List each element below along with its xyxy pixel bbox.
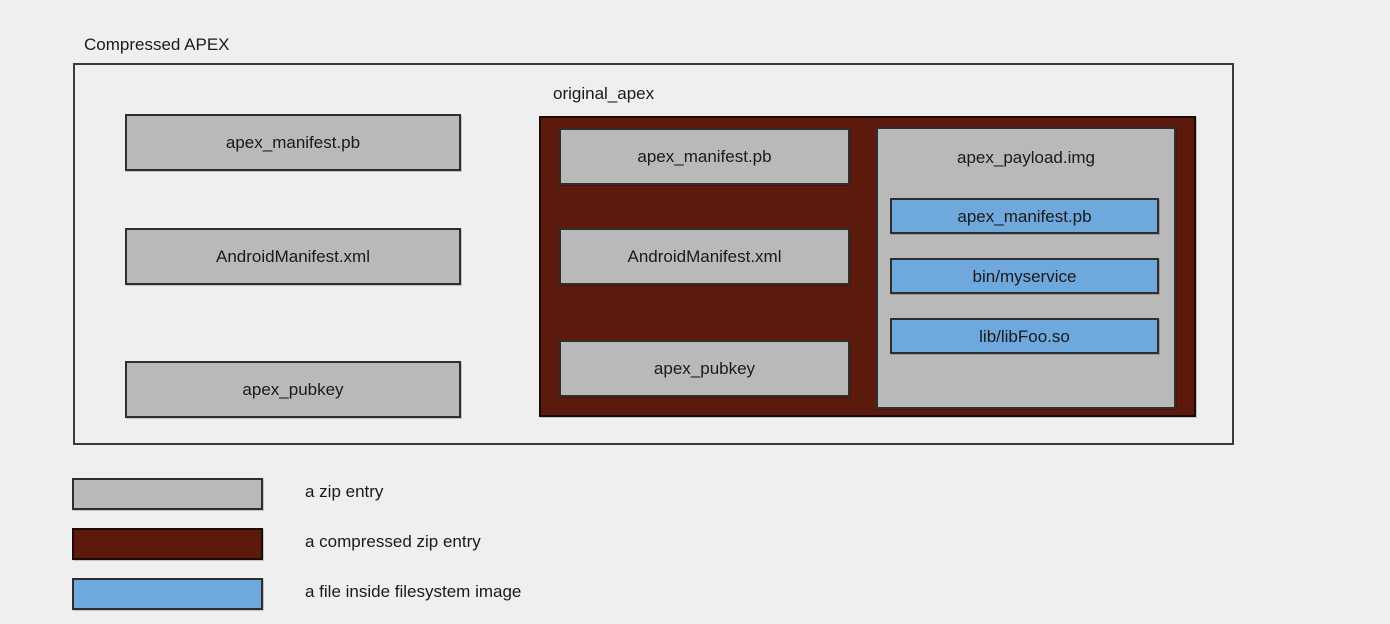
legend-label-filesystem-file: a file inside filesystem image (305, 582, 522, 601)
zip-entry-apex-payload-img[interactable]: apex_payload.img apex_manifest.pb bin/my… (876, 127, 1176, 409)
filesystem-file-label: apex_manifest.pb (957, 206, 1092, 226)
zip-entry-label: apex_pubkey (242, 380, 344, 399)
zip-entry-apex-pubkey-outer[interactable]: apex_pubkey (125, 361, 461, 418)
zip-entry-android-manifest-outer[interactable]: AndroidManifest.xml (125, 228, 461, 285)
legend-label-compressed-zip-entry: a compressed zip entry (305, 532, 481, 551)
legend-label-zip-entry: a zip entry (305, 482, 384, 501)
legend-swatch-zip-entry (72, 478, 263, 510)
original-apex-label: original_apex (553, 84, 655, 103)
outer-container-label: Compressed APEX (84, 35, 230, 54)
compressed-zip-entry-original-apex[interactable]: apex_manifest.pb AndroidManifest.xml ape… (539, 116, 1196, 417)
filesystem-file-apex-manifest[interactable]: apex_manifest.pb (890, 198, 1159, 234)
zip-entry-apex-pubkey-inner[interactable]: apex_pubkey (559, 340, 850, 397)
zip-entry-android-manifest-inner[interactable]: AndroidManifest.xml (559, 228, 850, 285)
legend-swatch-compressed-zip-entry (72, 528, 263, 560)
legend-swatch-filesystem-file (72, 578, 263, 610)
filesystem-file-label: bin/myservice (972, 266, 1077, 286)
zip-entry-label: AndroidManifest.xml (215, 247, 370, 266)
filesystem-file-label: lib/libFoo.so (979, 326, 1070, 346)
zip-entry-label: AndroidManifest.xml (627, 247, 782, 266)
zip-entry-label: apex_manifest.pb (637, 147, 772, 166)
zip-entry-apex-manifest-outer[interactable]: apex_manifest.pb (125, 114, 461, 171)
filesystem-file-bin-myservice[interactable]: bin/myservice (890, 258, 1159, 294)
zip-entry-label: apex_pubkey (653, 359, 756, 378)
zip-entry-label: apex_manifest.pb (225, 133, 361, 152)
apex-payload-label: apex_payload.img (957, 148, 1095, 167)
zip-entry-apex-manifest-inner[interactable]: apex_manifest.pb (559, 128, 850, 185)
filesystem-file-lib-libfoo-so[interactable]: lib/libFoo.so (890, 318, 1159, 354)
